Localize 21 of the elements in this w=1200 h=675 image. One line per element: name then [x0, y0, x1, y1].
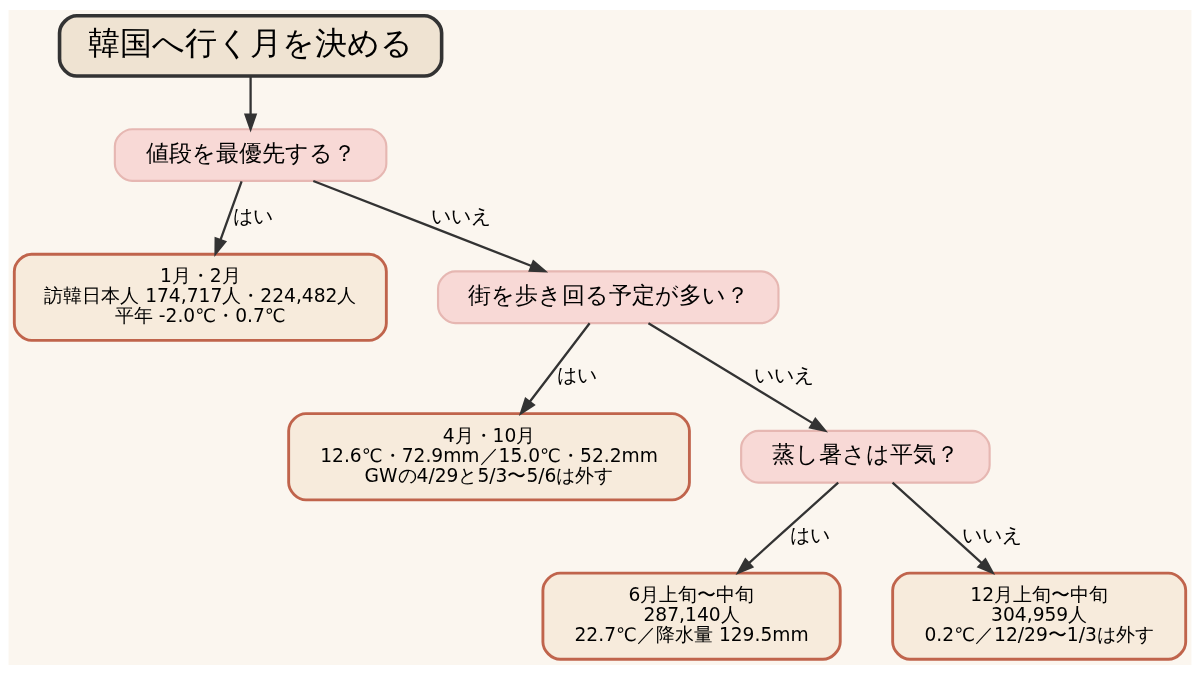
- arrow: [647, 322, 829, 433]
- arrow: [891, 481, 996, 576]
- edge-label: いいえ: [754, 363, 815, 388]
- node-box: 値段を最優先する？: [113, 128, 388, 182]
- node-box: 6月上旬〜中旬 287,140人 22.7℃／降水量 129.5mm: [541, 571, 842, 661]
- arrow: [312, 179, 549, 273]
- edge-label: いいえ: [431, 203, 492, 228]
- node-box: 韓国へ行く月を決める: [57, 13, 444, 78]
- node-box: 12月上旬〜中旬 304,959人 0.2℃／12/29〜1/3は外す: [891, 571, 1188, 661]
- node-box: 1月・2月 訪韓日本人 174,717人・224,482人 平年 -2.0℃・0.7℃: [12, 252, 388, 342]
- edge-label: いいえ: [962, 522, 1023, 547]
- node-box: 蒸し暑さは平気？: [740, 429, 991, 484]
- arrow: [214, 181, 243, 257]
- arrow: [518, 322, 591, 417]
- arrow: [735, 481, 839, 576]
- edge-label: はい: [790, 522, 831, 547]
- node-box: 4月・10月 12.6℃・72.9mm／15.0℃・52.2mm GWの4/29と5/3〜5/6は外す: [287, 412, 691, 502]
- arrow: [243, 76, 258, 133]
- edge-label: はい: [232, 203, 273, 228]
- node-box: 街を歩き回る予定が多い？: [436, 270, 780, 325]
- edge-label: はい: [557, 363, 598, 388]
